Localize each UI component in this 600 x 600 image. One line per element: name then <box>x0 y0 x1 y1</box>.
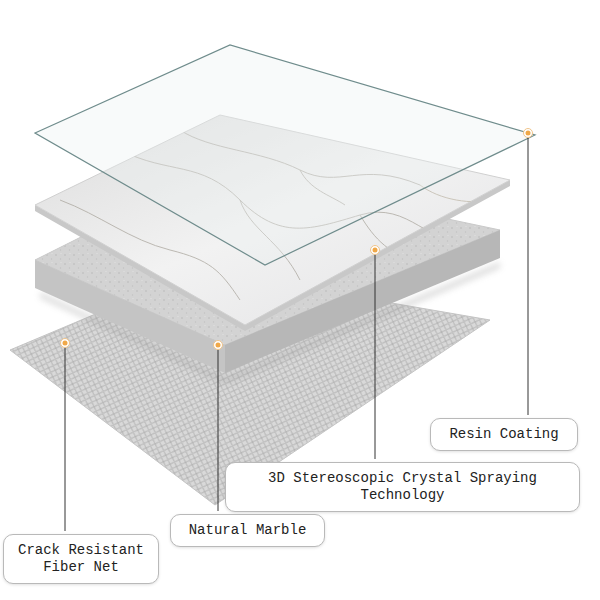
callout-box: Crack Resistant Fiber Net <box>3 534 159 584</box>
callout-box: 3D Stereoscopic Crystal Spraying Technol… <box>225 462 580 512</box>
resin-sheet <box>35 45 535 265</box>
callout-dots <box>61 129 533 350</box>
callout-label: Crack Resistant Fiber Net <box>12 542 150 576</box>
callout-label: 3D Stereoscopic Crystal Spraying Technol… <box>234 470 571 504</box>
callout-label: Resin Coating <box>439 426 569 443</box>
callout-box: Natural Marble <box>170 514 325 547</box>
callout-label: Natural Marble <box>179 522 316 539</box>
callout-box: Resin Coating <box>430 418 578 451</box>
